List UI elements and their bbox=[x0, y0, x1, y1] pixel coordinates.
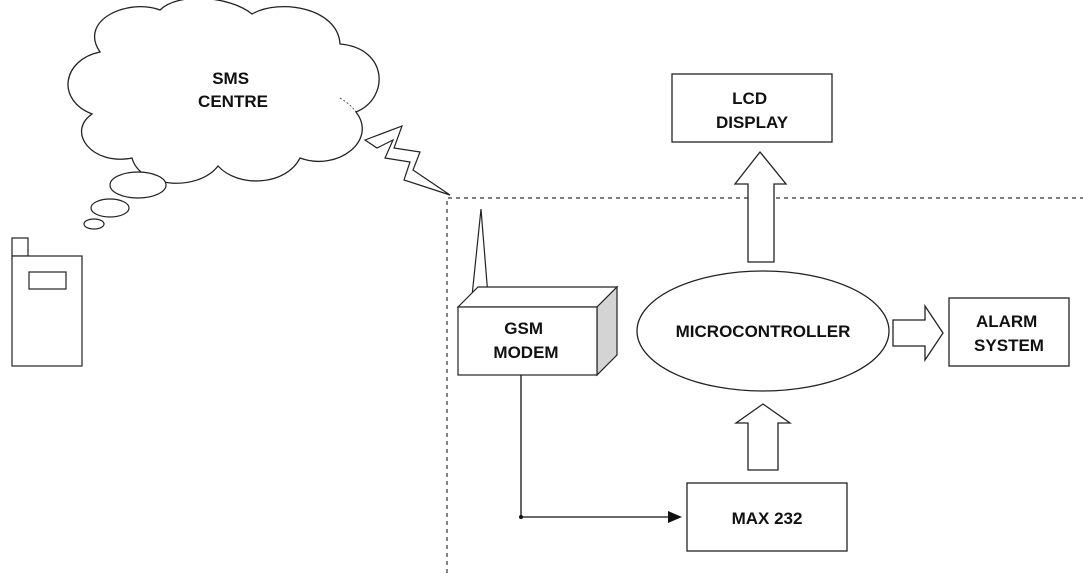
cloud-icon bbox=[67, 0, 380, 230]
alarm-system-line1: ALARM bbox=[976, 312, 1037, 331]
mcu-to-lcd-arrow bbox=[733, 150, 788, 263]
sms-centre-line1: SMS bbox=[212, 69, 249, 88]
alarm-system-line2: SYSTEM bbox=[974, 336, 1044, 355]
lcd-display-box bbox=[671, 73, 833, 143]
max232-box bbox=[686, 482, 848, 552]
max232-label: MAX 232 bbox=[732, 509, 803, 528]
sms-centre-line2: CENTRE bbox=[198, 92, 268, 111]
lcd-display-label: LCD DISPLAY bbox=[716, 89, 789, 132]
gsm-modem-line1: GSM bbox=[504, 319, 543, 338]
alarm-system-label: ALARM SYSTEM bbox=[974, 312, 1044, 355]
gsm-to-max232-line bbox=[519, 375, 682, 523]
lcd-display-line2: DISPLAY bbox=[716, 113, 789, 132]
mcu-to-alarm-arrow bbox=[892, 303, 944, 363]
alarm-system-box bbox=[948, 297, 1070, 367]
max232-to-mcu-arrow bbox=[733, 403, 793, 471]
microcontroller-ellipse bbox=[636, 270, 890, 392]
antenna-icon bbox=[471, 208, 489, 297]
gsm-modem-box bbox=[456, 285, 619, 377]
sms-centre-label: SMS CENTRE bbox=[198, 69, 268, 111]
lightning-bolt-icon bbox=[363, 124, 451, 196]
gsm-modem-line2: MODEM bbox=[493, 343, 558, 362]
mobile-phone-icon bbox=[11, 237, 83, 367]
gsm-modem-label: GSM MODEM bbox=[493, 319, 558, 362]
microcontroller-label: MICROCONTROLLER bbox=[676, 322, 851, 341]
lcd-display-line1: LCD bbox=[732, 89, 767, 108]
